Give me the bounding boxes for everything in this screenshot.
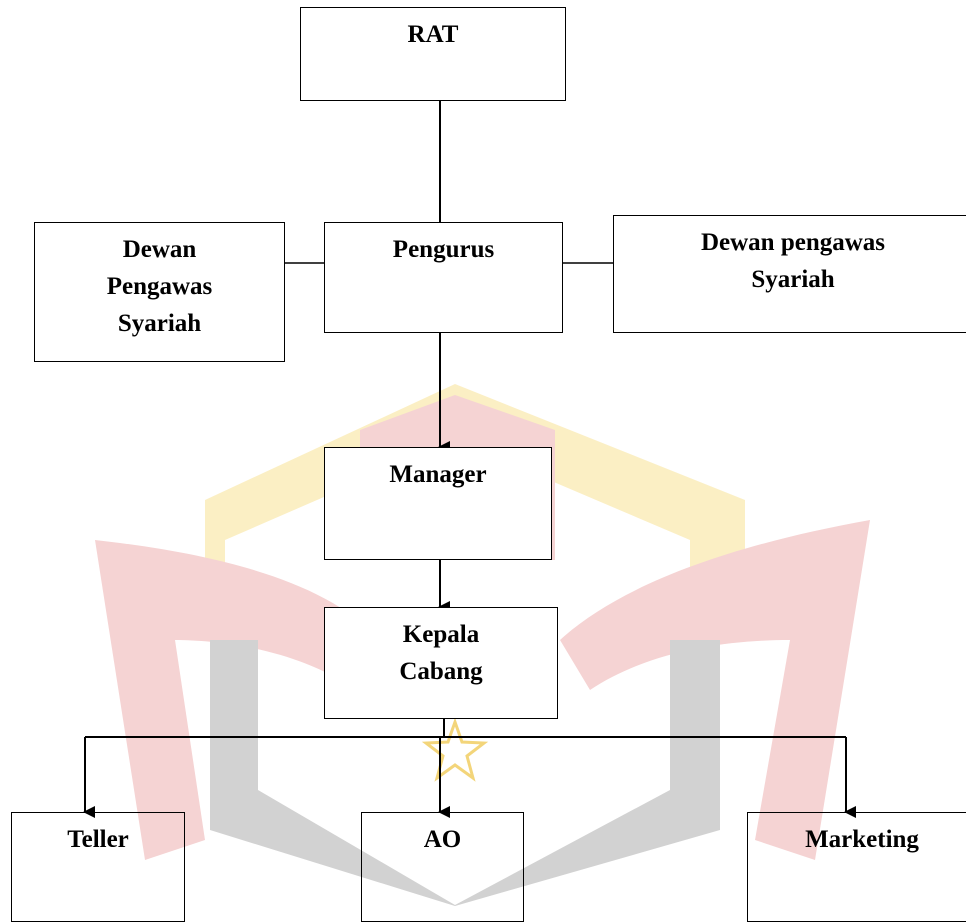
node-kepala-line1: Kepala xyxy=(402,621,480,648)
watermark-arch-right xyxy=(560,520,870,860)
node-dps-right-line2: Syariah xyxy=(751,266,835,293)
node-dewan-pengawas-syariah-right: Dewan pengawas Syariah xyxy=(613,215,966,333)
node-dps-right-line1: Dewan pengawas xyxy=(700,229,886,256)
watermark-hexagon xyxy=(205,384,745,610)
watermark-star xyxy=(421,717,489,782)
node-pengurus-label: Pengurus xyxy=(392,236,495,263)
node-rat-label: RAT xyxy=(407,21,459,48)
node-dewan-pengawas-syariah-left: Dewan Pengawas Syariah xyxy=(34,222,285,362)
node-pengurus: Pengurus xyxy=(324,222,563,333)
node-kepala-line2: Cabang xyxy=(399,658,483,685)
node-teller-label: Teller xyxy=(67,826,129,853)
node-dps-left-line1: Dewan xyxy=(122,236,197,263)
node-dps-left-line3: Syariah xyxy=(117,310,202,337)
node-rat: RAT xyxy=(300,7,566,101)
node-ao-label: AO xyxy=(423,826,462,853)
node-manager-label: Manager xyxy=(389,461,487,488)
node-dps-left-line2: Pengawas xyxy=(106,273,213,300)
node-kepala-cabang: Kepala Cabang xyxy=(324,607,558,719)
watermark-chevron xyxy=(210,640,720,906)
node-manager: Manager xyxy=(324,447,552,560)
watermark-arch-left xyxy=(95,540,380,860)
node-marketing-label: Marketing xyxy=(805,826,919,853)
